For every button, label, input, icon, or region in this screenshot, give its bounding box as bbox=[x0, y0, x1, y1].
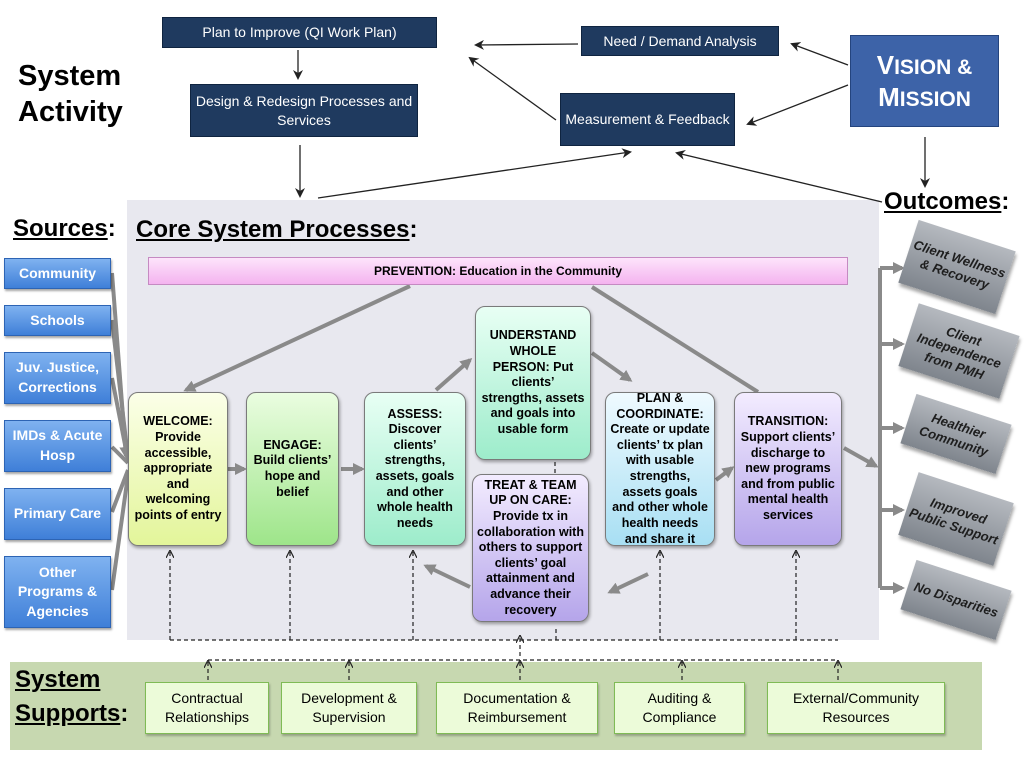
source-primary-care: Primary Care bbox=[4, 488, 111, 540]
process-understand-whole-person: UNDERSTAND WHOLE PERSON: Put clients’ st… bbox=[475, 306, 591, 460]
system-activity-title: System Activity bbox=[18, 60, 123, 129]
process-welcome: WELCOME: Provide accessible, appropriate… bbox=[128, 392, 228, 546]
system-supports-heading: System Supports: bbox=[15, 663, 128, 730]
need-demand-box: Need / Demand Analysis bbox=[581, 26, 779, 56]
supports-colon: : bbox=[120, 699, 129, 727]
sources-colon: : bbox=[107, 215, 116, 242]
source-other-programs: Other Programs & Agencies bbox=[4, 556, 111, 628]
plan-to-improve-box: Plan to Improve (QI Work Plan) bbox=[162, 17, 437, 48]
prevention-bar: PREVENTION: Education in the Community bbox=[148, 257, 848, 285]
support-contractual-relationships: Contractual Relationships bbox=[145, 682, 269, 734]
support-documentation-reimbursement: Documentation & Reimbursement bbox=[436, 682, 598, 734]
sources-heading: Sources: bbox=[13, 215, 116, 243]
vision-rest: ISION & bbox=[894, 55, 973, 79]
source-juvenile-justice: Juv. Justice, Corrections bbox=[4, 352, 111, 404]
process-plan-coordinate: PLAN & COORDINATE: Create or update clie… bbox=[605, 391, 715, 546]
sources-label: Sources bbox=[13, 215, 108, 242]
source-schools: Schools bbox=[4, 305, 111, 336]
core-colon: : bbox=[409, 216, 418, 243]
process-engage: ENGAGE: Build clients’ hope and belief bbox=[246, 392, 339, 546]
process-transition: TRANSITION: Support clients’ discharge t… bbox=[734, 392, 842, 546]
support-development-supervision: Development & Supervision bbox=[281, 682, 417, 734]
mission-m: M bbox=[878, 82, 900, 112]
core-processes-label: Core System Processes bbox=[136, 216, 410, 243]
design-redesign-box: Design & Redesign Processes and Services bbox=[190, 84, 418, 137]
vision-v: V bbox=[876, 49, 895, 80]
outcomes-heading: Outcomes: bbox=[884, 188, 1009, 216]
core-processes-heading: Core System Processes: bbox=[136, 216, 418, 244]
supports-label: Supports bbox=[15, 699, 121, 727]
system-label: System bbox=[15, 666, 101, 693]
mission-rest: ISSION bbox=[899, 88, 971, 111]
process-treat-team-up: TREAT & TEAM UP ON CARE: Provide tx in c… bbox=[472, 474, 589, 622]
source-community: Community bbox=[4, 258, 111, 289]
support-auditing-compliance: Auditing & Compliance bbox=[614, 682, 745, 734]
measurement-feedback-box: Measurement & Feedback bbox=[560, 93, 735, 146]
outcomes-label: Outcomes bbox=[884, 188, 1002, 215]
vision-mission-box: VISION & MISSION bbox=[850, 35, 999, 127]
outcomes-colon: : bbox=[1001, 188, 1010, 215]
process-assess: ASSESS: Discover clients’ strengths, ass… bbox=[364, 392, 466, 546]
source-imds-acute-hosp: IMDs & Acute Hosp bbox=[4, 420, 111, 472]
support-external-community-resources: External/Community Resources bbox=[767, 682, 945, 734]
